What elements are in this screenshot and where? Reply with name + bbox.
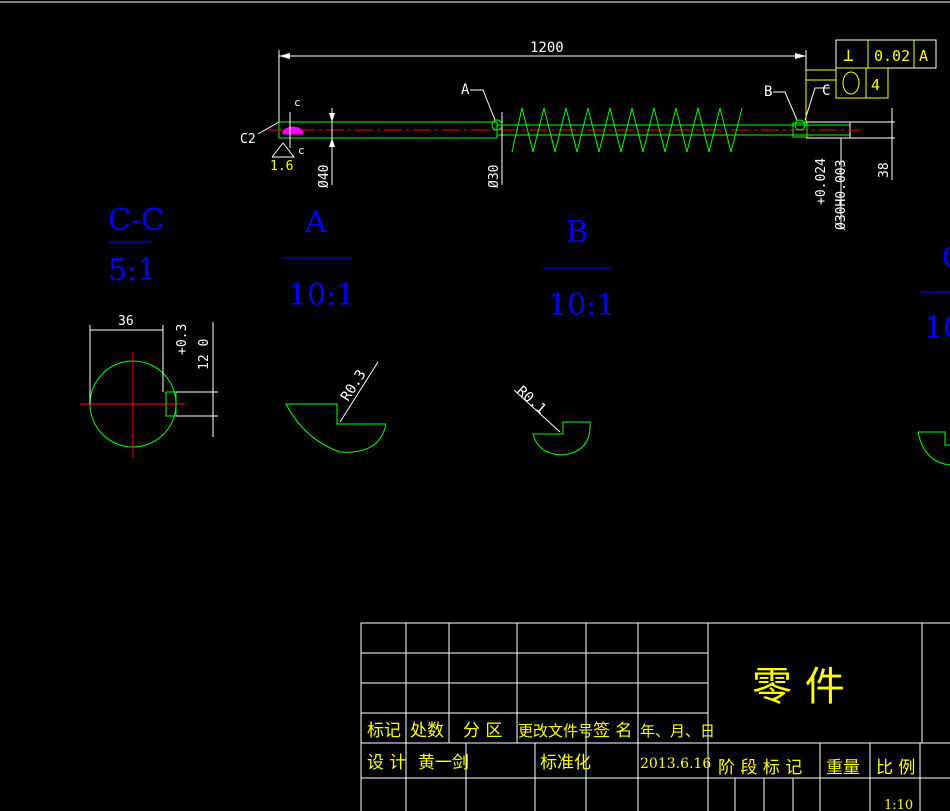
dim-40-text: Ø40	[317, 165, 332, 188]
detail-b-leader	[513, 389, 561, 433]
section-cc-title: C-C	[108, 203, 164, 238]
tb-r-ratio: 比 例	[876, 758, 915, 778]
leader-c	[804, 87, 830, 121]
leader-a	[470, 89, 496, 121]
section-cc-view[interactable]: C-C 5:1 36 +0.3 12 0	[80, 203, 218, 458]
detail-a-leader	[339, 361, 379, 423]
detail-c-view[interactable]: C 10	[917, 241, 950, 466]
detail-a-circle	[491, 119, 503, 131]
circularity-icon	[842, 71, 860, 95]
perpendicularity-icon: ⊥	[843, 45, 854, 66]
dim-1200-text: 1200	[530, 40, 564, 56]
dim-tol-text: +0.3	[175, 324, 190, 355]
detail-a-view[interactable]: A 10:1 R0.3	[282, 205, 387, 453]
detail-c-scale: 10	[924, 311, 950, 346]
detail-b-circle	[794, 119, 806, 131]
spring-coil	[511, 107, 743, 153]
chamfer-hatch	[282, 126, 304, 135]
dim-arrow-right	[795, 53, 806, 59]
dim-38-text: 38	[877, 162, 892, 178]
title-block-frame	[360, 622, 950, 811]
detail-b-scale: 10:1	[548, 288, 615, 323]
dim-12-text: 12 0	[197, 339, 212, 370]
gdt-circ-value: 4	[871, 76, 880, 94]
title-block-text: 零 件 标记 处数 分 区 更改文件号 签 名 年、月、日 设 计 黄一剑 标准…	[367, 664, 915, 811]
tb-r-weight: 重量	[826, 758, 860, 778]
detail-a-title: A	[304, 205, 327, 240]
section-mark-c-top: c	[294, 96, 301, 109]
gdt-leader	[805, 69, 836, 120]
section-cc-scale: 5:1	[108, 253, 156, 288]
title-block[interactable]	[360, 622, 950, 811]
dim-40-arrow-top	[329, 113, 335, 122]
tb-h-count: 处数	[410, 721, 444, 741]
chamfer-leader	[257, 121, 280, 135]
tb-h-docno: 更改文件号	[518, 722, 593, 740]
dim-36-text: 36	[118, 314, 134, 329]
dim-30-text: Ø30	[487, 165, 502, 188]
detail-c-shape	[917, 431, 950, 466]
label-b: B	[764, 84, 772, 100]
tb-r-stage: 阶 段 标 记	[718, 758, 802, 778]
tb-h-date: 年、月、日	[640, 722, 715, 740]
tb-r-designer: 黄一剑	[418, 753, 469, 773]
detail-b-shape	[532, 421, 591, 456]
gdt-perp-value: 0.02	[874, 47, 910, 65]
roughness-text: 1.6	[270, 159, 293, 174]
detail-b-title: B	[566, 215, 588, 250]
leader-b	[773, 91, 798, 121]
tb-r-date: 2013.6.16	[640, 756, 711, 772]
tb-h-zone: 分 区	[463, 721, 502, 741]
tb-r-scale: 1:10	[884, 798, 913, 811]
detail-b-view[interactable]: B 10:1 R0.1	[513, 215, 615, 456]
detail-a-shape	[285, 403, 387, 453]
gdt-circ-frame	[835, 67, 889, 99]
label-a: A	[461, 82, 470, 98]
detail-c-title: C	[942, 241, 950, 276]
roughness-icon	[271, 142, 296, 158]
detail-a-radius: R0.3	[338, 367, 370, 404]
tb-h-sign: 签 名	[593, 721, 632, 741]
label-c: C	[822, 83, 830, 99]
gdt-datum: A	[919, 47, 928, 65]
chamfer-text: C2	[240, 132, 256, 147]
tb-part-name: 零 件	[752, 664, 845, 710]
tol-bore-text: Ø30H0.003	[834, 160, 849, 230]
tb-r-design: 设 计	[367, 753, 406, 773]
section-mark-c-bottom: c	[298, 144, 305, 157]
main-view[interactable]: 1200 C2 c c 1.6 Ø40 Ø30 A	[240, 40, 895, 230]
detail-a-scale: 10:1	[288, 278, 355, 313]
dim-arrow-left	[279, 53, 290, 59]
tb-h-mark: 标记	[367, 721, 401, 741]
tol-upper-text: +0.024	[814, 158, 829, 205]
tb-r-standard: 标准化	[540, 753, 591, 773]
gdt-frames[interactable]: ⊥ 0.02 A 4	[805, 39, 937, 120]
dim-40-arrow-bot	[329, 138, 335, 147]
detail-b-radius: R0.1	[513, 383, 549, 417]
